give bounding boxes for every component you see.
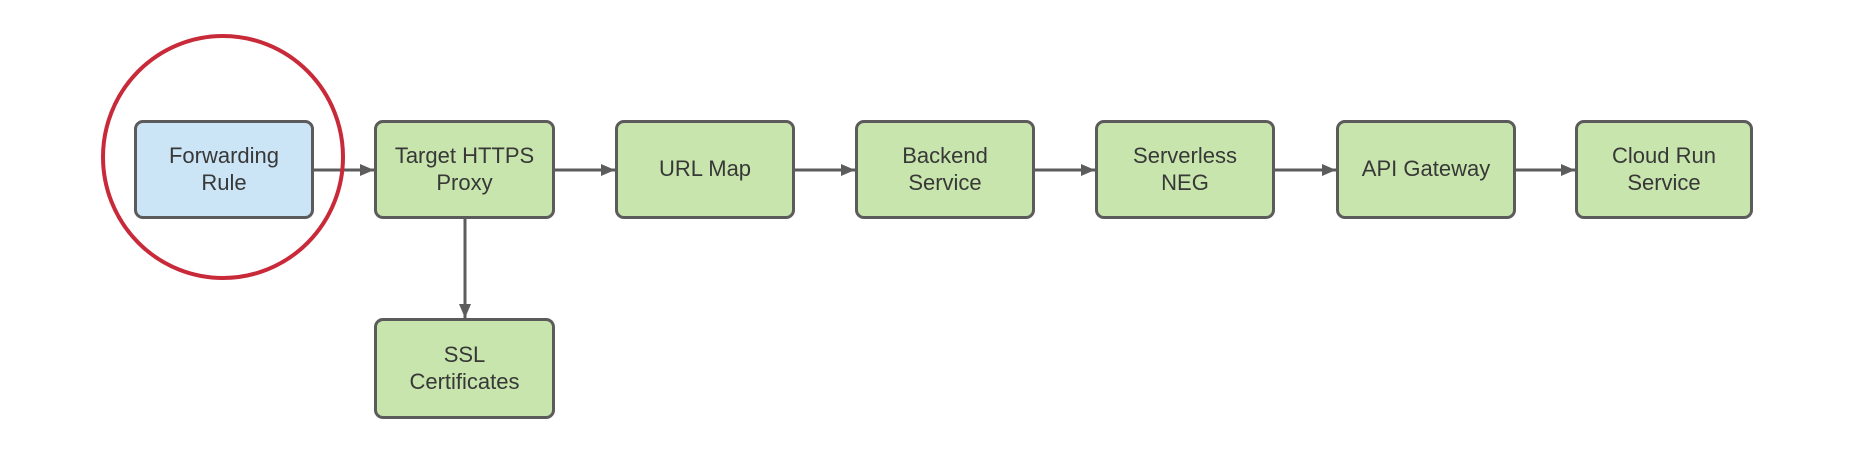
node-cloud-run-service: Cloud Run Service — [1575, 120, 1753, 219]
node-label: Backend Service — [902, 142, 988, 195]
node-label: SSL Certificates — [409, 341, 520, 394]
node-label: Target HTTPS Proxy — [394, 142, 535, 195]
node-target-https-proxy: Target HTTPS Proxy — [374, 120, 555, 219]
node-label: Serverless NEG — [1133, 142, 1237, 195]
node-forwarding-rule: Forwarding Rule — [134, 120, 314, 219]
node-serverless-neg: Serverless NEG — [1095, 120, 1275, 219]
node-ssl-certificates: SSL Certificates — [374, 318, 555, 419]
node-label: API Gateway — [1361, 156, 1491, 182]
node-url-map: URL Map — [615, 120, 795, 219]
node-api-gateway: API Gateway — [1336, 120, 1516, 219]
node-label: Cloud Run Service — [1612, 142, 1716, 195]
node-label: URL Map — [658, 156, 752, 182]
node-label: Forwarding Rule — [168, 142, 280, 195]
node-backend-service: Backend Service — [855, 120, 1035, 219]
